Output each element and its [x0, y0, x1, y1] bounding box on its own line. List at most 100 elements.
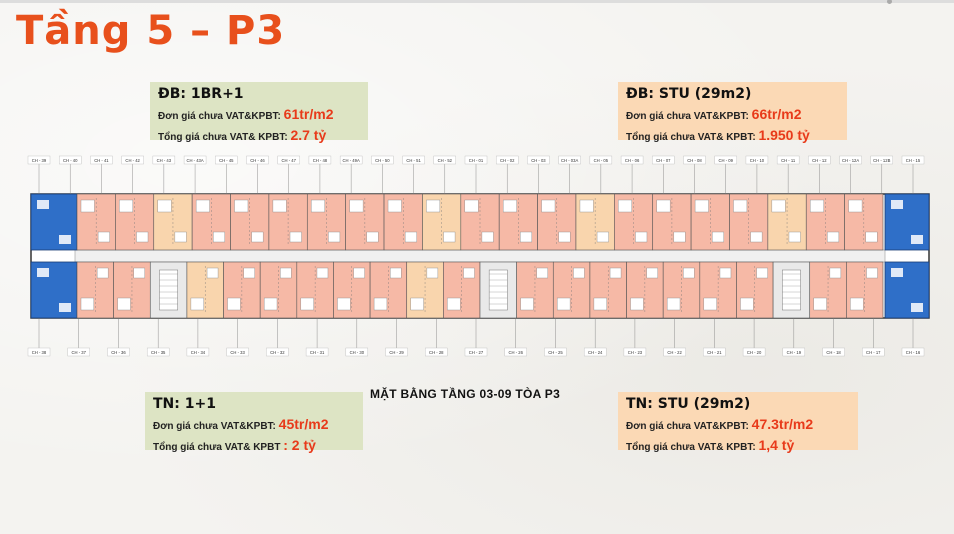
- top-label-box: [683, 155, 706, 165]
- top-unit-bed: [656, 199, 671, 213]
- unit-price-row: Đơn giá chưa VAT&KPBT: 45tr/m2: [153, 415, 355, 436]
- bottom-unit-label: CH - 19: [787, 350, 802, 355]
- top-label-box: [496, 155, 519, 165]
- unit-price-value: 61tr/m2: [283, 106, 334, 122]
- bottom-unit-label: CH - 25: [548, 350, 563, 355]
- bottom-unit-label: CH - 23: [628, 350, 643, 355]
- top-unit-label: CH - 52: [438, 158, 453, 163]
- top-unit-bed: [80, 199, 95, 213]
- corner-unit-furniture: [37, 268, 49, 277]
- bottom-unit-bath: [280, 267, 292, 279]
- top-unit-label: CH - 10: [750, 158, 765, 163]
- bottom-unit-bed: [557, 297, 571, 311]
- top-unit-label: CH - 03: [531, 158, 546, 163]
- top-unit-bed: [810, 199, 824, 213]
- bottom-label-box: [742, 347, 766, 357]
- bottom-unit-label: CH - 17: [866, 350, 881, 355]
- top-label-box: [215, 155, 238, 165]
- card-title: ĐB: STU (29m2): [626, 86, 752, 102]
- total-price-row: Tổng giá chưa VAT& KPBT : 2 tỷ: [153, 436, 355, 457]
- bottom-unit-bed: [447, 297, 461, 311]
- top-unit-bath: [213, 231, 225, 243]
- card-title: TN: STU (29m2): [626, 396, 751, 412]
- top-unit-label: CH - 47: [281, 158, 296, 163]
- top-label-box: [152, 155, 176, 165]
- bottom-unit-bed: [813, 297, 827, 311]
- top-unit-bed: [464, 199, 479, 213]
- top-unit-label: CH - 02: [500, 158, 515, 163]
- bottom-label-box: [425, 347, 448, 357]
- top-unit-bath: [136, 231, 149, 243]
- card-title: ĐB: 1BR+1: [158, 86, 244, 102]
- bottom-label-box: [186, 347, 210, 357]
- top-unit-label: CH - 12A: [842, 158, 859, 163]
- bottom-unit-bed: [263, 297, 278, 311]
- unit-price-label: Đơn giá chưa VAT&KPBT:: [158, 111, 281, 122]
- total-price-value: : 2 tỷ: [283, 437, 316, 453]
- bottom-label-box: [544, 347, 567, 357]
- bottom-unit-bath: [316, 267, 329, 279]
- top-unit-bed: [733, 199, 748, 213]
- top-unit-bath: [443, 231, 456, 243]
- corner-unit-furniture: [911, 235, 923, 244]
- unit-price-label: Đơn giá chưa VAT&KPBT:: [153, 421, 276, 432]
- bottom-unit-bed: [630, 297, 644, 311]
- top-unit-bath: [788, 231, 801, 243]
- unit-price-label: Đơn giá chưa VAT&KPBT:: [626, 421, 749, 432]
- top-unit-bed: [234, 199, 249, 213]
- price-card-tn-stu: TN: STU (29m2) Đơn giá chưa VAT&KPBT: 47…: [618, 392, 858, 453]
- top-label-box: [558, 155, 581, 165]
- total-price-label: Tổng giá chưa VAT& KPBT:: [158, 132, 288, 143]
- bottom-unit-bath: [683, 267, 695, 279]
- top-unit-bed: [387, 199, 402, 213]
- top-label-box: [121, 155, 144, 165]
- top-unit-bath: [596, 231, 609, 243]
- top-unit-bed: [502, 199, 517, 213]
- bottom-label-box: [146, 347, 170, 357]
- top-unit-label: CH - 06: [625, 158, 640, 163]
- bottom-label-box: [305, 347, 329, 357]
- total-price-label: Tổng giá chưa VAT& KPBT:: [626, 132, 756, 143]
- top-unit-label: CH - 08: [687, 158, 702, 163]
- bottom-unit-bath: [206, 267, 219, 279]
- top-unit-label: CH - 42: [125, 158, 140, 163]
- top-unit-label: CH - 51: [406, 158, 421, 163]
- price-card-tn-11: TN: 1+1 Đơn giá chưa VAT&KPBT: 45tr/m2 T…: [145, 392, 363, 453]
- unit-price-value: 66tr/m2: [751, 106, 802, 122]
- bottom-unit-label: CH - 34: [191, 350, 206, 355]
- top-unit-label: CH - 43: [157, 158, 172, 163]
- bottom-unit-bed: [850, 297, 864, 311]
- corner-unit-furniture: [891, 200, 903, 209]
- bottom-label-box: [901, 347, 925, 357]
- page-title: Tầng 5 – P3: [16, 8, 286, 54]
- bottom-unit-bed: [80, 297, 95, 311]
- top-unit-bed: [157, 199, 172, 213]
- top-unit-label: CH - 49A: [343, 158, 360, 163]
- top-unit-bath: [97, 231, 110, 243]
- top-unit-bed: [119, 199, 134, 213]
- top-label-box: [59, 155, 82, 165]
- top-unit-bath: [865, 231, 878, 243]
- price-card-db-stu: ĐB: STU (29m2) Đơn giá chưa VAT&KPBT: 66…: [618, 82, 847, 143]
- bottom-unit-bed: [593, 297, 607, 311]
- top-unit-label: CH - 09: [718, 158, 733, 163]
- bottom-label-box: [782, 347, 806, 357]
- bottom-label-box: [822, 347, 845, 357]
- top-unit-label: CH - 41: [94, 158, 109, 163]
- top-unit-label: CH - 50: [375, 158, 390, 163]
- top-unit-label: CH - 39: [32, 158, 47, 163]
- top-unit-bath: [827, 231, 840, 243]
- bottom-unit-bath: [96, 267, 109, 279]
- bottom-unit-label: CH - 16: [906, 350, 921, 355]
- top-unit-label: CH - 07: [656, 158, 671, 163]
- top-unit-bath: [289, 231, 302, 243]
- top-unit-bath: [251, 231, 264, 243]
- top-unit-bed: [349, 199, 364, 213]
- top-unit-bed: [618, 199, 632, 213]
- total-price-row: Tổng giá chưa VAT& KPBT: 1,4 tỷ: [626, 436, 850, 457]
- top-label-box: [433, 155, 456, 165]
- card-title: TN: 1+1: [153, 396, 216, 412]
